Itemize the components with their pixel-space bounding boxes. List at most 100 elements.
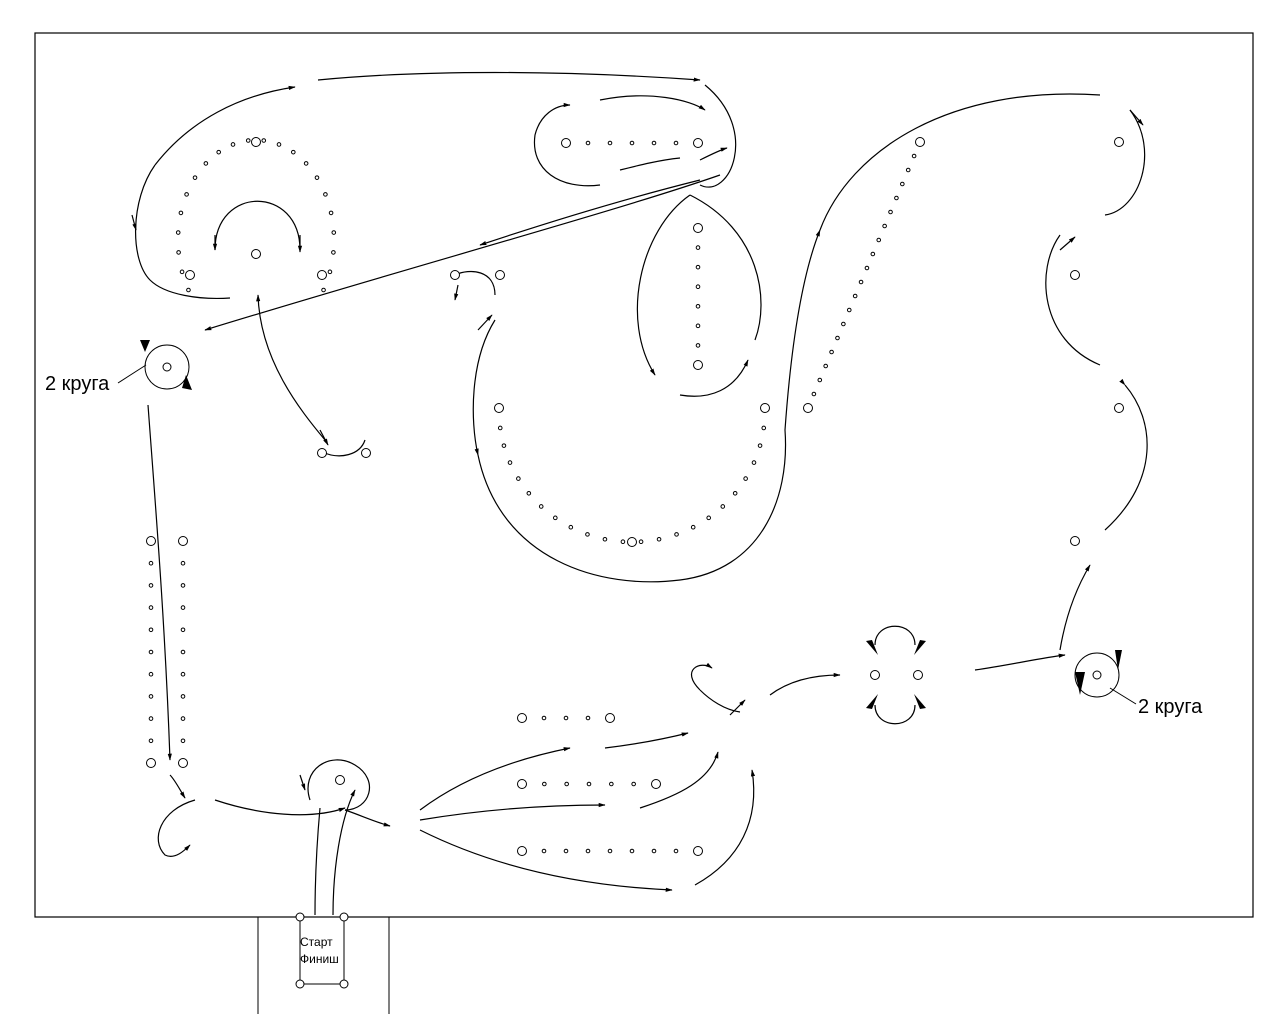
cone bbox=[651, 779, 661, 789]
laps-label-right: 2 круга bbox=[1138, 696, 1203, 718]
cone bbox=[1114, 137, 1124, 147]
cone bbox=[693, 360, 703, 370]
cone-small bbox=[631, 781, 636, 787]
cone bbox=[803, 403, 813, 413]
cone-small bbox=[568, 524, 574, 530]
cone-small bbox=[148, 649, 154, 655]
cone-small bbox=[180, 716, 186, 721]
cone-small bbox=[541, 848, 547, 854]
cone-small bbox=[841, 321, 846, 327]
cone-small bbox=[148, 716, 154, 721]
cone bbox=[146, 758, 156, 768]
cone-small bbox=[629, 140, 635, 146]
cone bbox=[915, 137, 925, 147]
cone bbox=[178, 758, 188, 768]
cone bbox=[1070, 536, 1080, 546]
cone-small bbox=[585, 140, 591, 146]
cone-small bbox=[852, 293, 858, 299]
cone-small bbox=[180, 738, 186, 744]
cone-small bbox=[323, 192, 328, 197]
cone-small bbox=[331, 250, 336, 255]
cone-small bbox=[585, 532, 590, 537]
cone-small bbox=[673, 848, 679, 854]
cone-small bbox=[180, 583, 186, 588]
cone-small bbox=[888, 209, 893, 215]
cone bbox=[317, 270, 327, 280]
cone-small bbox=[751, 460, 757, 465]
cone-small bbox=[180, 649, 186, 655]
cone-small bbox=[186, 287, 191, 293]
cone-small bbox=[497, 425, 503, 431]
cone bbox=[627, 537, 637, 547]
cone bbox=[517, 713, 527, 723]
cone-small bbox=[178, 210, 184, 216]
cone bbox=[693, 138, 703, 148]
cone-small bbox=[620, 539, 626, 544]
cone-small bbox=[303, 161, 309, 166]
cone-small bbox=[864, 265, 870, 271]
cone-small bbox=[192, 175, 198, 180]
cone-small bbox=[180, 627, 186, 633]
cone-small bbox=[720, 504, 726, 509]
cone-small bbox=[516, 476, 521, 481]
cone-small bbox=[695, 245, 701, 250]
cone-small bbox=[607, 140, 613, 146]
cone-small bbox=[602, 536, 608, 542]
cone-small bbox=[321, 287, 326, 293]
cone-small bbox=[743, 476, 748, 481]
cone-small bbox=[180, 560, 186, 566]
cone-small bbox=[690, 524, 696, 530]
cone bbox=[361, 448, 371, 458]
cone-small bbox=[695, 284, 701, 290]
cones bbox=[146, 137, 1124, 856]
cone-small bbox=[148, 627, 154, 633]
cone bbox=[517, 779, 527, 789]
cone-small bbox=[216, 149, 221, 155]
cone-small bbox=[905, 167, 911, 173]
cone-small bbox=[811, 391, 817, 397]
cone-small bbox=[609, 781, 614, 787]
cone-small bbox=[148, 671, 154, 677]
cone-small bbox=[706, 515, 711, 521]
labels: 2 круга 2 круга Старт Финиш bbox=[45, 364, 1203, 966]
cone-small bbox=[203, 161, 209, 166]
cone-small bbox=[526, 491, 532, 496]
cone bbox=[561, 138, 571, 148]
cone-small bbox=[175, 230, 181, 235]
field-border bbox=[34, 32, 1254, 918]
cone bbox=[1114, 403, 1124, 413]
cone bbox=[494, 403, 504, 413]
cone-small bbox=[507, 460, 513, 465]
cone bbox=[913, 670, 923, 680]
cone-small bbox=[261, 138, 267, 143]
cone bbox=[251, 137, 261, 147]
cone-small bbox=[148, 694, 154, 699]
cone-small bbox=[894, 195, 899, 201]
cone-small bbox=[607, 848, 613, 854]
cone bbox=[760, 403, 770, 413]
route-lines bbox=[131, 71, 1148, 916]
cone-small bbox=[245, 138, 251, 143]
cone-small bbox=[757, 443, 763, 448]
cone-small bbox=[835, 335, 840, 341]
cone bbox=[1070, 270, 1080, 280]
cone-small bbox=[291, 149, 296, 155]
cone-small bbox=[817, 377, 823, 383]
cone bbox=[495, 270, 505, 280]
cone bbox=[693, 846, 703, 856]
cone bbox=[517, 846, 527, 856]
cone-small bbox=[148, 605, 154, 610]
cone bbox=[450, 270, 460, 280]
cone-small bbox=[180, 605, 186, 610]
cone-small bbox=[638, 539, 644, 544]
cone-small bbox=[542, 781, 547, 787]
cone-small bbox=[882, 223, 887, 229]
cone bbox=[335, 775, 345, 785]
cone-small bbox=[314, 175, 320, 180]
cone-small bbox=[585, 715, 591, 721]
cone-small bbox=[651, 140, 657, 146]
cone-small bbox=[876, 237, 882, 243]
cone-small bbox=[538, 504, 544, 509]
cone-small bbox=[148, 560, 154, 566]
